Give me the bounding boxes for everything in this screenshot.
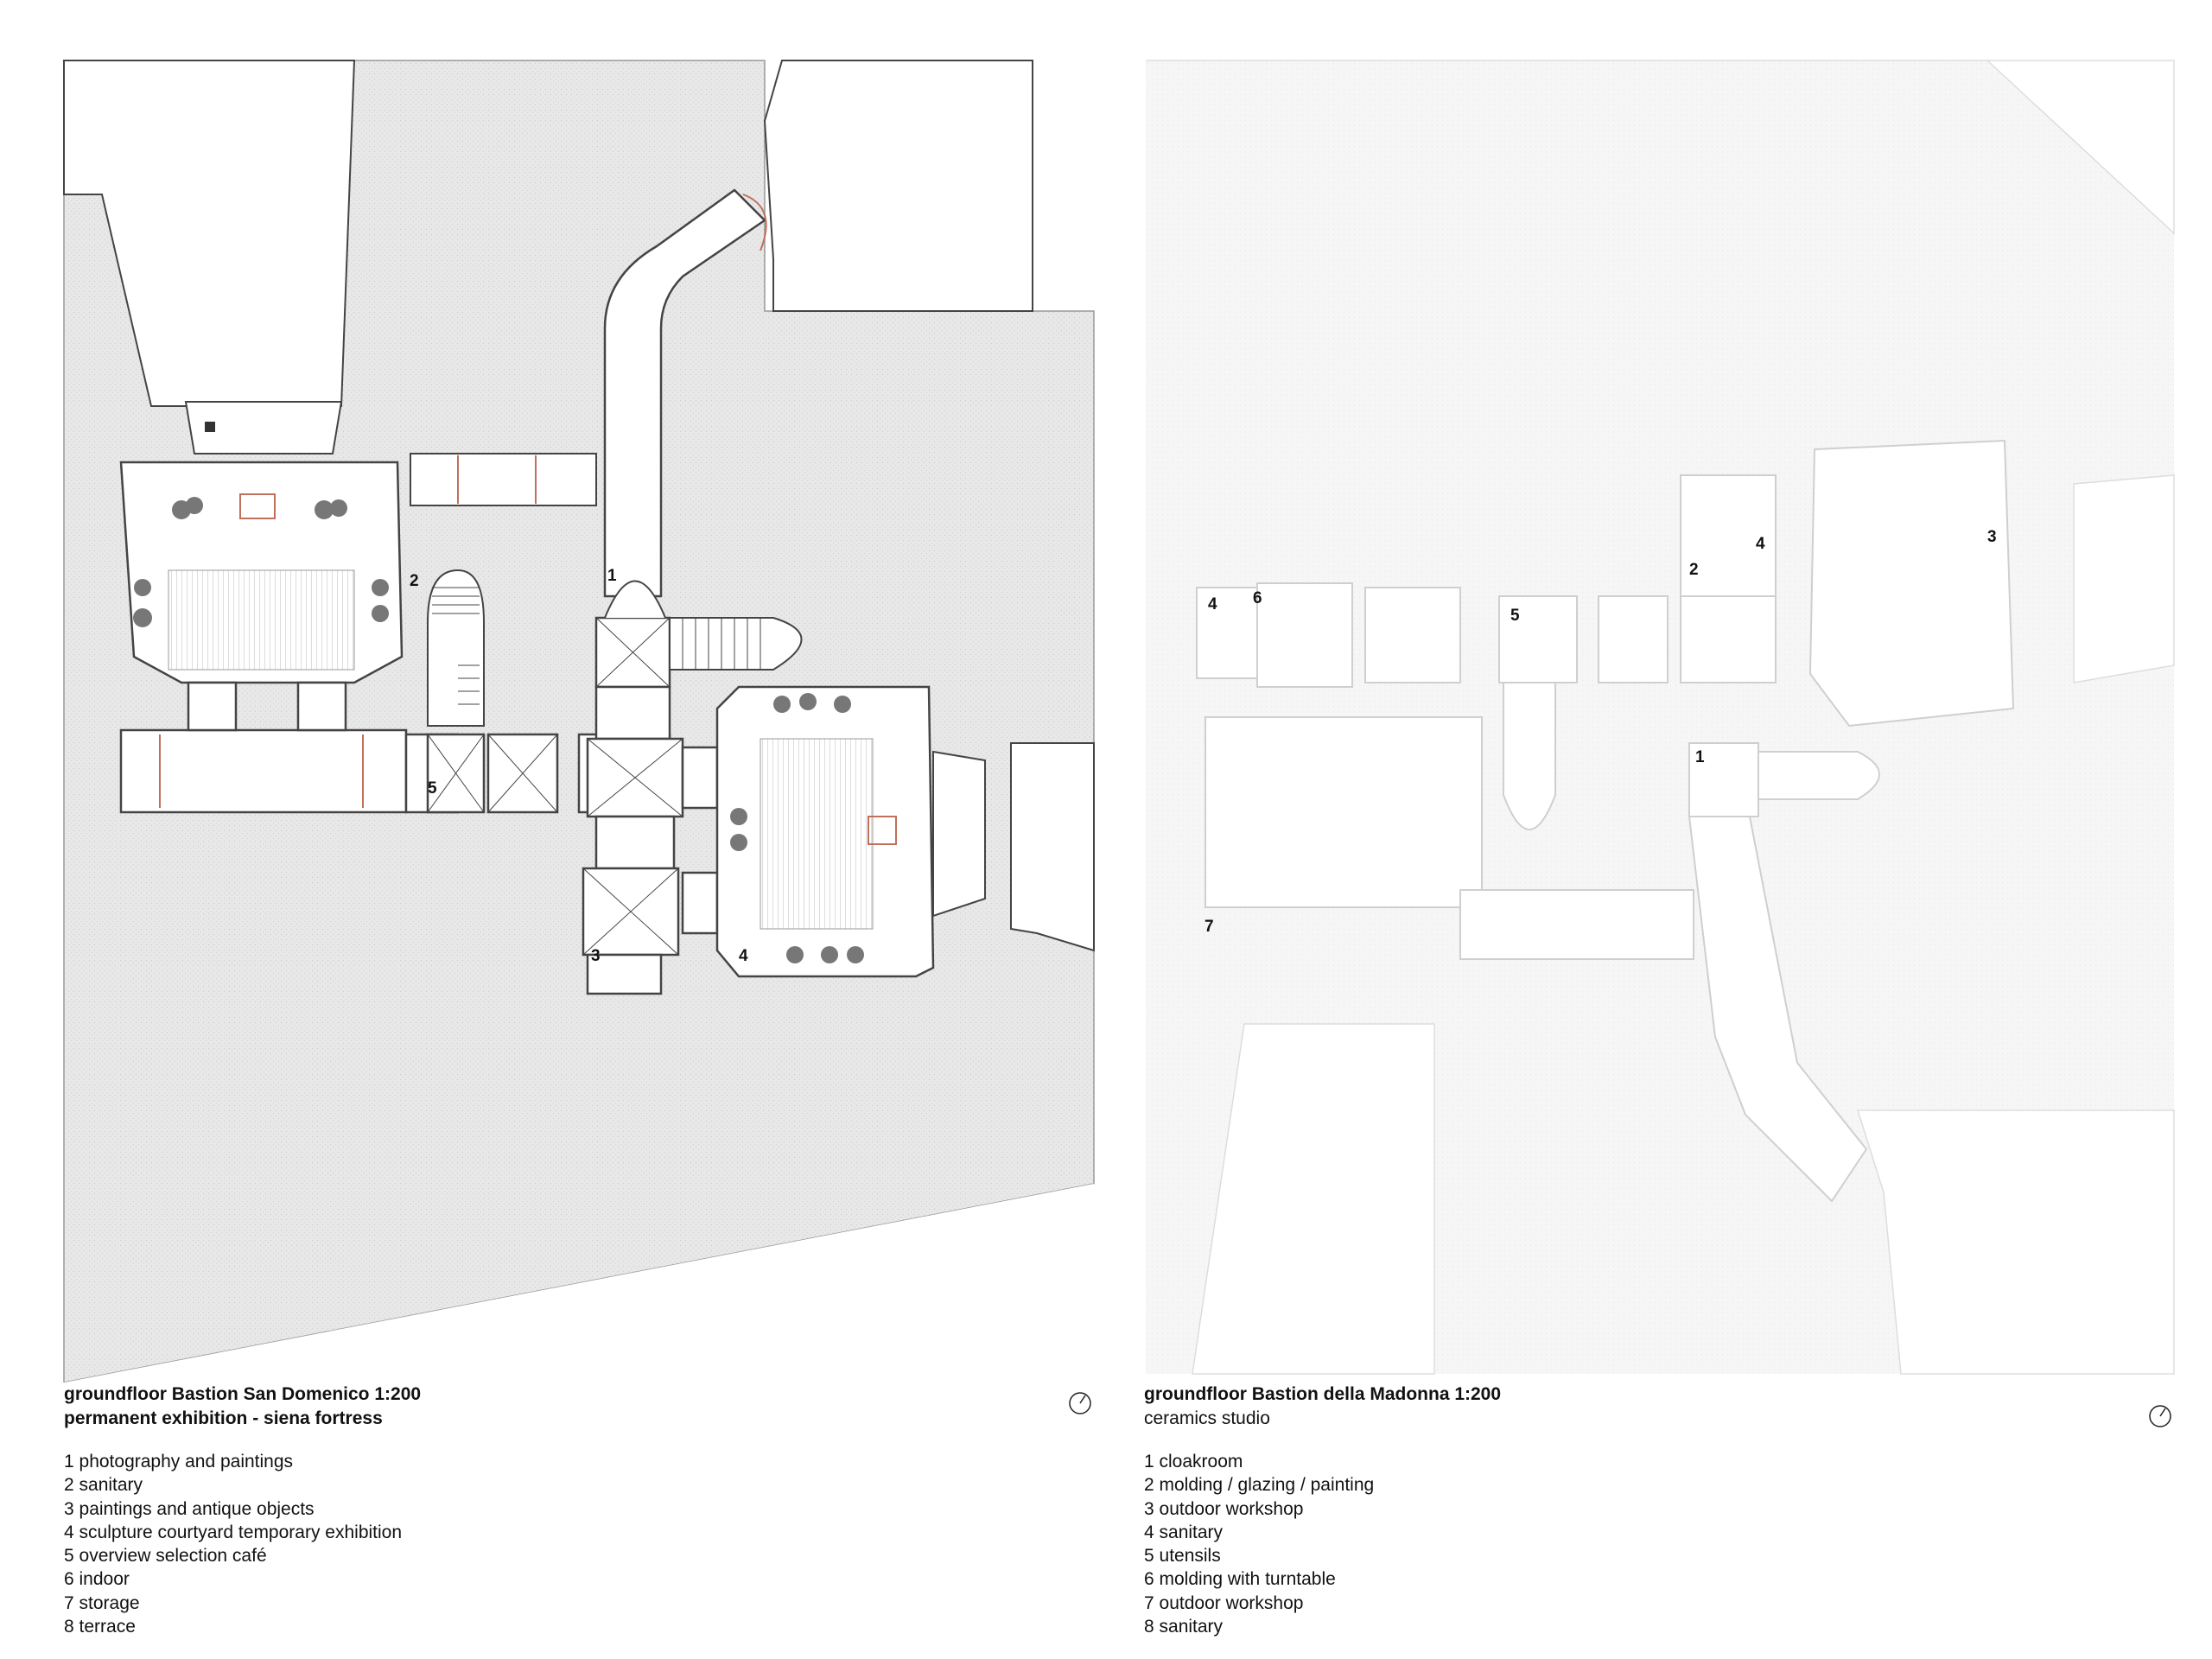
right-plan-panel: 1 2 3 4 4 5 6 7 groundfloor Bastion dell…: [1123, 0, 2212, 1659]
stair-right: [1503, 682, 1556, 830]
legend-item: 2 molding / glazing / painting: [1144, 1475, 1375, 1496]
building-block-topright: [763, 60, 1033, 312]
legend-item: 4 sanitary: [1144, 1522, 1224, 1542]
legend-item: 5 utensils: [1144, 1546, 1221, 1567]
left-legend: 1 photography and paintings 2 sanitary 3…: [64, 1450, 421, 1638]
tree-icon: [730, 693, 864, 963]
legend-item: 2 sanitary: [64, 1475, 143, 1496]
plan-label-6: 6: [1253, 589, 1262, 607]
building-block-right: [1010, 742, 1095, 952]
right-floor-plan: 1 2 3 4 4 5 6 7: [1146, 60, 2175, 1375]
plan-label-5: 5: [428, 779, 437, 798]
arch-top: [604, 580, 666, 619]
tree-icon: [133, 497, 389, 627]
building-block-southeast: [1856, 1109, 2175, 1375]
legend-item: 1 photography and paintings: [64, 1452, 294, 1471]
stair-right-east: [1758, 751, 1880, 800]
stair-east: [669, 617, 803, 671]
building-block-north: [1146, 60, 2175, 235]
corridor-north: [410, 453, 597, 506]
plan-label-3: 3: [591, 947, 601, 965]
legend-item: 8 sanitary: [1144, 1617, 1224, 1637]
right-caption: groundfloor Bastion della Madonna 1:200 …: [1144, 1382, 1501, 1638]
right-plan-title: groundfloor Bastion della Madonna 1:200: [1144, 1384, 1502, 1404]
legend-item: 8 terrace: [64, 1617, 136, 1637]
legend-item: 1 cloakroom: [1144, 1452, 1243, 1471]
small-building: [184, 401, 343, 454]
studio-east: [1808, 439, 2015, 728]
right-plan-subtitle: ceramics studio: [1144, 1408, 1270, 1428]
plan-label-7: 7: [1205, 918, 1214, 936]
left-caption: groundfloor Bastion San Domenico 1:200 p…: [64, 1382, 421, 1638]
building-block-southwest: [1192, 1023, 1435, 1375]
legend-item: 7 outdoor workshop: [1144, 1592, 1304, 1613]
tunnel-north: [603, 188, 766, 598]
left-plan-title: groundfloor Bastion San Domenico 1:200: [64, 1384, 422, 1404]
plan-label-1: 1: [607, 567, 617, 585]
legend-item: 7 storage: [64, 1592, 140, 1613]
left-plan-panel: 1 2 3 4 5 groundfloor Bastion San Domeni…: [63, 60, 1095, 1638]
legend-item: 5 overview selection café: [64, 1546, 267, 1567]
plan-label-4: 4: [739, 947, 748, 965]
plan-label-4b: 4: [1208, 595, 1217, 613]
right-legend: 1 cloakroom 2 molding / glazing / painti…: [1144, 1450, 1501, 1638]
plan-label-2: 2: [410, 572, 419, 590]
tunnel-south: [1688, 816, 1868, 1203]
legend-item: 3 paintings and antique objects: [64, 1498, 315, 1519]
plan-label-3: 3: [1987, 528, 1997, 546]
plan-label-1: 1: [1695, 748, 1705, 766]
legend-item: 6 indoor: [64, 1569, 130, 1590]
building-block-bottomright: [64, 1184, 1094, 1382]
plan-label-5: 5: [1510, 607, 1520, 625]
plan-label-4: 4: [1756, 535, 1765, 553]
legend-item: 4 sculpture courtyard temporary exhibiti…: [64, 1522, 403, 1542]
left-plan-subtitle: permanent exhibition - siena fortress: [64, 1408, 383, 1428]
room-row-main: [1196, 474, 1777, 960]
building-block-east: [2073, 474, 2175, 683]
north-arrow-icon: [2149, 1405, 2171, 1427]
legend-item: 6 molding with turntable: [1144, 1569, 1336, 1590]
north-arrow-icon: [1069, 1392, 1091, 1414]
legend-item: 3 outdoor workshop: [1144, 1498, 1304, 1519]
plan-label-2: 2: [1689, 561, 1699, 579]
stair-icon: [427, 569, 485, 727]
courtyard-annex: [932, 750, 986, 918]
left-floor-plan: 1 2 3 4 5: [63, 60, 1095, 1382]
